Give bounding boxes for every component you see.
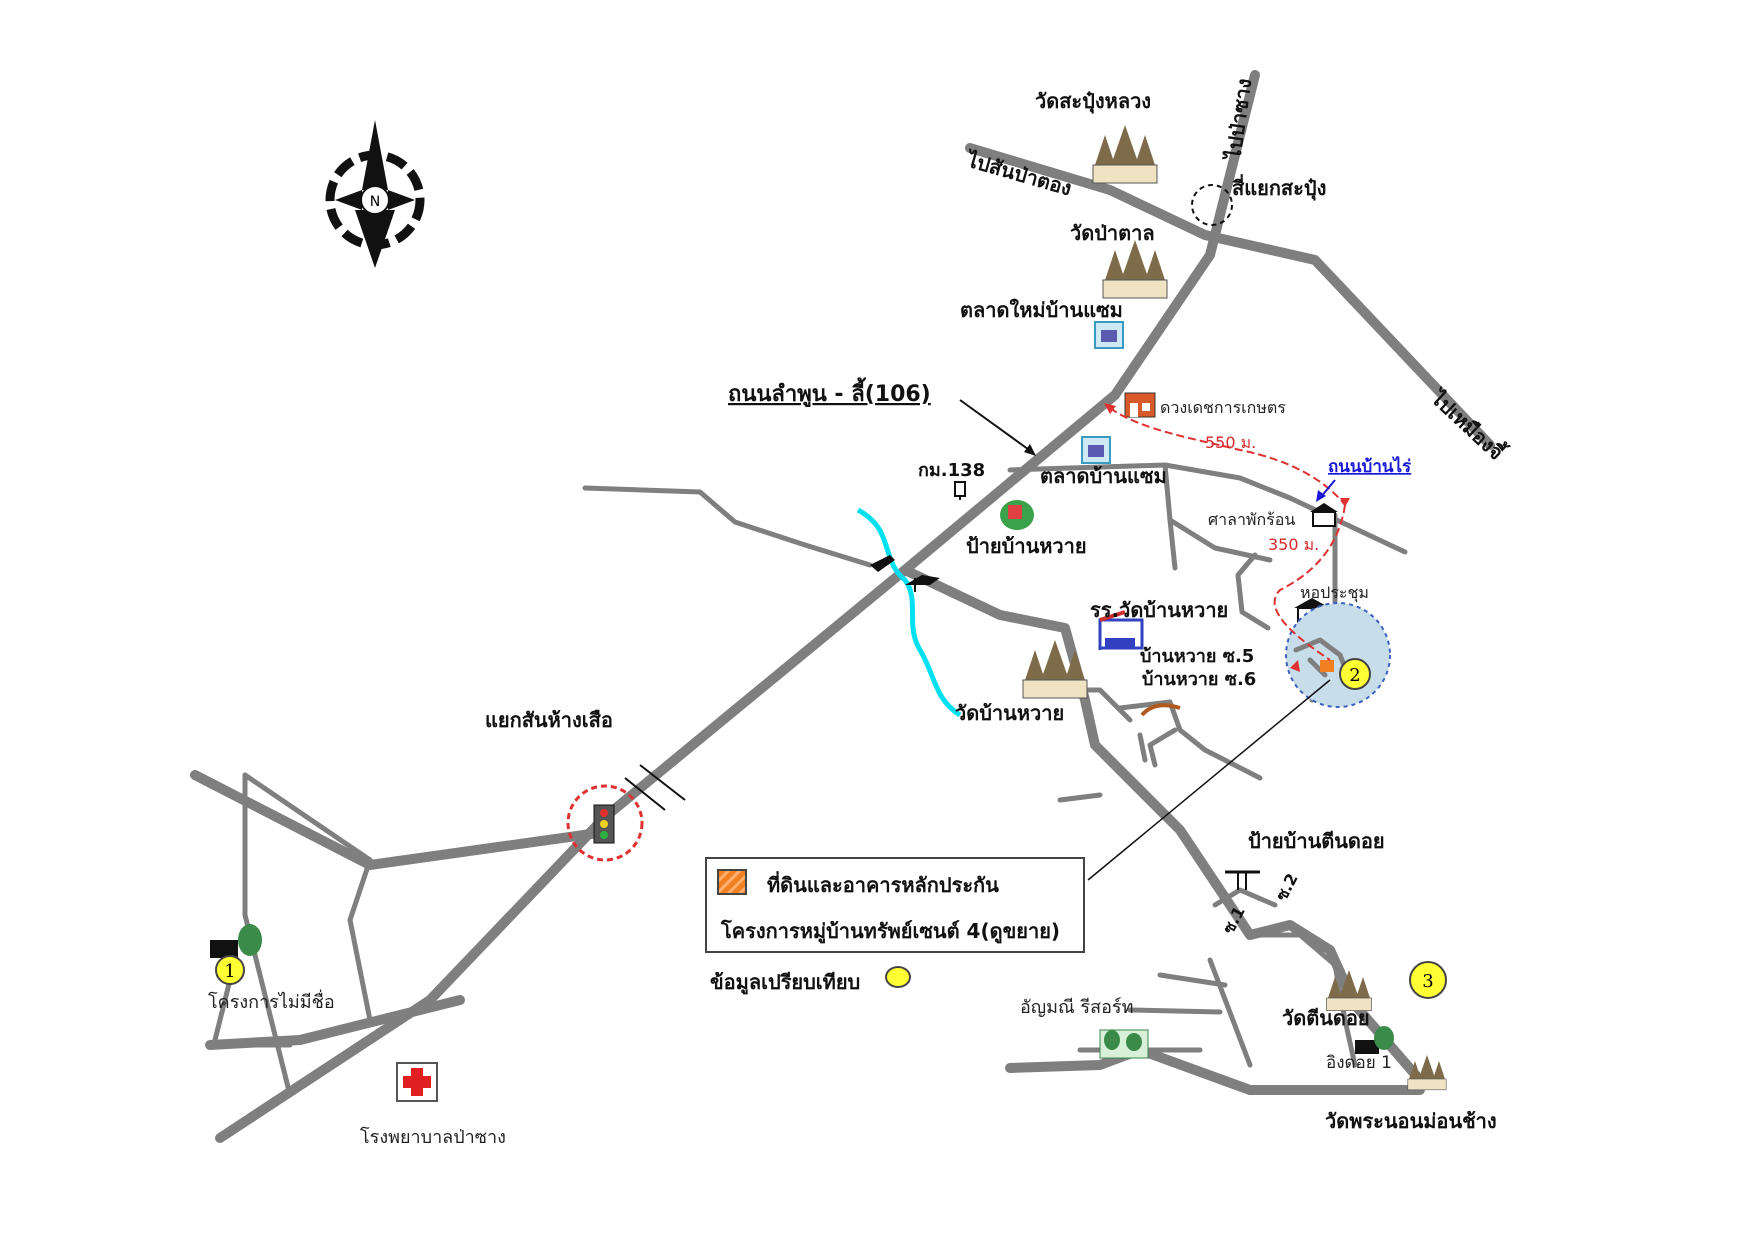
label-wat-sapung-luang: วัดสะปุ๋งหลวง [1035,89,1151,114]
road-break-icon [624,764,686,811]
junction-circle [566,784,644,862]
junction-circle [1191,184,1233,226]
label-pai-ban-tin-doi: ป้ายบ้านตีนดอย [1248,829,1385,853]
bridge-icon [870,555,895,572]
tree-sign-icon [1000,500,1034,530]
leader-line [1087,679,1331,881]
label-wat-pa-tan: วัดป่าตาล [1070,221,1155,245]
label-talat-ban-saem: ตลาดบ้านแซม [1040,464,1167,488]
svg-text:3: 3 [1422,971,1433,992]
label-pai-ban-huai: ป้ายบ้านหวาย [966,534,1087,558]
legend-project: โครงการหมู่บ้านทรัพย์เซนต์ 4(ดูขยาย) [721,919,1061,943]
road-to-mueang [965,143,1495,450]
comparison-marker-3: 3 [1409,961,1447,999]
svg-text:1: 1 [224,961,235,982]
temple-icon [1326,970,1372,1011]
comparison-marker-2: 2 [1339,658,1371,690]
label-san-hang-suea: แยกสันห้างเสือ [485,708,613,732]
comparison-dot-icon [885,966,911,988]
arrow-icon [1316,490,1326,502]
house-cluster-icon [1355,1026,1394,1054]
label-to-san-pa-tong: ไปสันป่าตอง [963,147,1075,200]
route-550m [1109,407,1346,506]
road-ban-huai [900,565,1425,1085]
small-bridge-icon [1140,703,1181,717]
label-to-mueang-li: ไปเหมืองจี้ [1425,383,1512,467]
sala-icon [1310,503,1338,527]
label-wat-ban-huai: วัดบ้านหวาย [955,701,1064,725]
label-ho-prachum: หอประชุม [1300,583,1369,603]
label-anyamanee: อัญมณี รีสอร์ท [1020,997,1133,1018]
label-duang-det: ดวงเดชการเกษตร [1160,398,1286,417]
svg-text:2: 2 [1349,665,1360,686]
traffic-light-icon [593,804,615,844]
label-350m: 350 ม. [1268,535,1319,554]
temple-icon [1407,1055,1447,1091]
comparison-marker-1: 1 [215,955,245,985]
road-west-lower [205,995,465,1050]
label-main-road: ถนนลำพูน - ลี้(106) [728,377,931,408]
label-sala: ศาลาพักร้อน [1208,510,1295,529]
arrow-icon [1024,444,1036,456]
label-km-138: กม.138 [918,460,985,481]
label-550m: 550 ม. [1205,433,1256,452]
temple-icon [1022,640,1088,699]
label-ban-huai-s5: บ้านหวาย ซ.5 [1140,646,1254,667]
house-cluster-icon [210,924,262,958]
label-wat-phra-non: วัดพระนอนม่อนช้าง [1325,1109,1497,1133]
route-350m [1273,504,1346,661]
label-project-1: โครงการไม่มีชื่อ [208,989,335,1013]
temple-icon [1102,240,1168,299]
label-ban-rai-road: ถนนบ้านไร่ [1328,456,1412,477]
km-marker-icon [954,481,966,500]
legend-comparison: ข้อมูลเปรียบเทียบ [710,970,861,994]
legend-collateral: ที่ดินและอาคารหลักประกัน [767,873,999,897]
label-talat-mai: ตลาดใหม่บ้านแซม [960,298,1123,322]
label-school: รร.วัดบ้านหวาย [1090,598,1228,622]
temple-icon [1092,125,1158,184]
label-soi-2: ซ.2 [1272,870,1302,904]
resort-icon [1099,1029,1149,1059]
hospital-icon [396,1062,438,1102]
label-wat-tin-doi: วัดตีนดอย [1282,1006,1370,1030]
minor-roads [207,462,1408,1098]
compass-n-label: N [370,194,380,210]
legend-box: ที่ดินและอาคารหลักประกัน โครงการหมู่บ้าน… [705,857,1085,953]
bus-stop-icon [1225,870,1260,890]
label-hospital: โรงพยาบาลป่าซาง [360,1126,506,1148]
label-ing-doi: อิงดอย 1 [1326,1053,1392,1073]
label-sapung-junction: สี่แยกสะปุ๋ง [1232,173,1326,201]
river [856,507,962,718]
road-west [190,770,610,870]
market-icon [1094,321,1124,349]
label-to-pa-sang: ไปป่าซาง [1221,77,1256,163]
shop-icon [1124,392,1156,418]
market-icon [1081,436,1111,464]
bus-stop-icon [905,575,940,592]
collateral-swatch-icon [717,869,747,895]
label-ban-huai-s6: บ้านหวาย ซ.6 [1142,669,1256,690]
school-icon [1098,610,1144,650]
north-arrow-icon: N [325,120,425,268]
collateral-plot-icon [1320,660,1334,672]
